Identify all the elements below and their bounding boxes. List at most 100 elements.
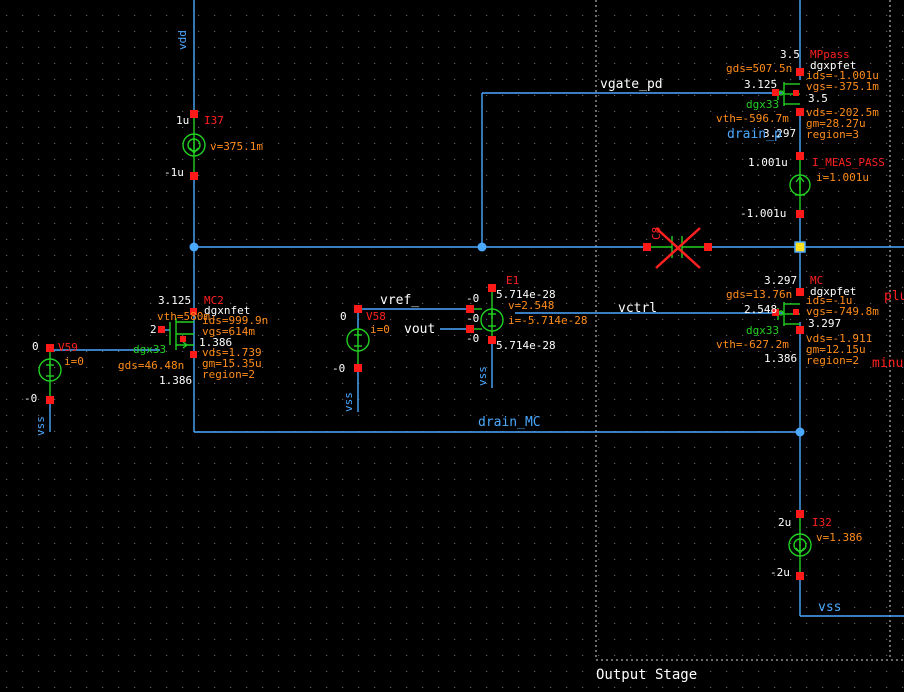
svg-text:gm=15.35u: gm=15.35u [202,357,262,370]
svg-text:ids=999.9n: ids=999.9n [202,314,268,327]
v58-current: i=0 [370,323,390,336]
imeas-name: I_MEAS_PASS [812,156,885,169]
mppass-gds: gds=507.5n [726,62,792,75]
svg-text:ids=-1u: ids=-1u [806,294,852,307]
mc2-node-g: 2 [150,323,157,336]
e1-t3: -0 [466,332,479,345]
v58-top: 0 [340,310,347,323]
v58-name: V58 [366,310,386,323]
net-vss-v58: vss [342,392,355,412]
v58-bottom: -0 [332,362,345,375]
net-minus-clipped: minu [872,356,903,371]
v59-top: 0 [32,340,39,353]
v58-voltage-source[interactable] [346,305,370,372]
imeas-top: 1.001u [748,156,788,169]
net-vctrl: vctrl [618,301,657,316]
svg-text:vgs=-749.8m: vgs=-749.8m [806,305,879,318]
i32-current-source[interactable] [788,510,812,580]
mc2-node-s: 1.386 [159,374,192,387]
i37-bottom-label: -1u [164,166,184,179]
mc-pfet[interactable] [772,288,804,334]
mc-node-top: 3.297 [764,274,797,287]
mc-params: ids=-1u vgs=-749.8m vth=-627.2m vds=-1.9… [716,294,879,367]
output-stage-label: Output Stage [596,667,697,683]
net-vref: vref_ [380,293,419,308]
mc2-gds: gds=46.48n [118,359,184,372]
mppass-lib: dgx33 [746,98,779,111]
i37-voltage: v=375.1m [210,140,263,153]
i37-current-source[interactable] [182,110,206,180]
svg-text:ids=-1.001u: ids=-1.001u [806,69,879,82]
mc-node-d: 1.386 [764,352,797,365]
mc-name: MC [810,274,823,287]
net-vss-left: vss [34,416,47,436]
net-plus-clipped: plu [884,289,904,304]
svg-text:vth=-627.2m: vth=-627.2m [716,338,789,351]
svg-text:vgs=614m: vgs=614m [202,325,255,338]
svg-text:vds=1.739: vds=1.739 [202,346,262,359]
mppass-node-top: 3.5 [780,48,800,61]
svg-text:gm=12.15u: gm=12.15u [806,343,866,356]
e1-t2: -0 [466,312,479,325]
mc2-model: dgxnfet [204,304,250,317]
net-vgate-pd: vgate_pd [600,77,663,92]
i32-bottom: -2u [770,566,790,579]
mppass-node-g: 3.125 [744,78,777,91]
svg-text:vgs=-375.1m: vgs=-375.1m [806,80,879,93]
i32-name: I32 [812,516,832,529]
i32-top: 2u [778,516,791,529]
i37-top-label: 1u [176,114,189,127]
e1-p2: 5.714e-28 [496,339,556,352]
v59-voltage-source[interactable] [38,344,62,404]
imeas-current: i=1.001u [816,171,869,184]
c8-name: C8 [650,227,663,240]
svg-text:vds=-1.911: vds=-1.911 [806,332,872,345]
v59-current: i=0 [64,355,84,368]
mc2-node-d: 3.125 [158,294,191,307]
mc2-params: vth=580m ids=999.9n vgs=614m vds=1.739 g… [157,310,268,381]
imeas-current-source[interactable] [789,152,811,218]
svg-text:region=2: region=2 [202,368,255,381]
mppass-pfet[interactable] [772,68,804,116]
mppass-node-d: 3.297 [763,127,796,140]
i32-voltage: v=1.386 [816,531,862,544]
svg-text:vds=-202.5m: vds=-202.5m [806,106,879,119]
mc-gds: gds=13.76n [726,288,792,301]
mc2-node-s2: 1.386 [199,336,232,349]
mppass-model: dgxpfet [810,59,856,72]
mc-node-g: 2.548 [744,303,777,316]
net-vss-i32: vss [818,600,841,615]
svg-text:region=3: region=3 [806,128,859,141]
net-drain-mc: drain_MC [478,415,541,430]
svg-text:gm=28.27u: gm=28.27u [806,117,866,130]
v59-name: V59 [58,341,78,354]
e1-t1: -0 [466,292,479,305]
e1-voltage: v=2.548 [508,299,554,312]
mppass-name: MPpass [810,48,850,61]
wires [49,0,904,617]
mc2-lib: dgx33 [133,343,166,356]
mc-node-s: 3.297 [808,317,841,330]
svg-text:vth=580m: vth=580m [157,310,210,323]
mc2-nfet[interactable] [158,308,197,358]
junctions [189,241,806,437]
e1-current: i=-5.714e-28 [508,314,587,327]
output-stage-frame [595,0,904,661]
net-drain-p: drain_p [727,127,782,142]
imeas-bottom: -1.001u [740,207,786,220]
svg-text:region=2: region=2 [806,354,859,367]
c8-capacitor[interactable] [643,227,712,269]
svg-text:vth=-596.7m: vth=-596.7m [716,112,789,125]
e1-p1: 5.714e-28 [496,288,556,301]
net-vdd: vdd [176,30,189,50]
mppass-node-s: 3.5 [808,92,828,105]
mppass-params: ids=-1.001u vgs=-375.1m vth=-596.7m vds=… [716,69,879,141]
e1-vcvs[interactable] [466,284,504,344]
mc-model: dgxpfet [810,285,856,298]
v59-bottom: -0 [24,392,37,405]
mc-lib: dgx33 [746,324,779,337]
i37-name: I37 [204,114,224,127]
